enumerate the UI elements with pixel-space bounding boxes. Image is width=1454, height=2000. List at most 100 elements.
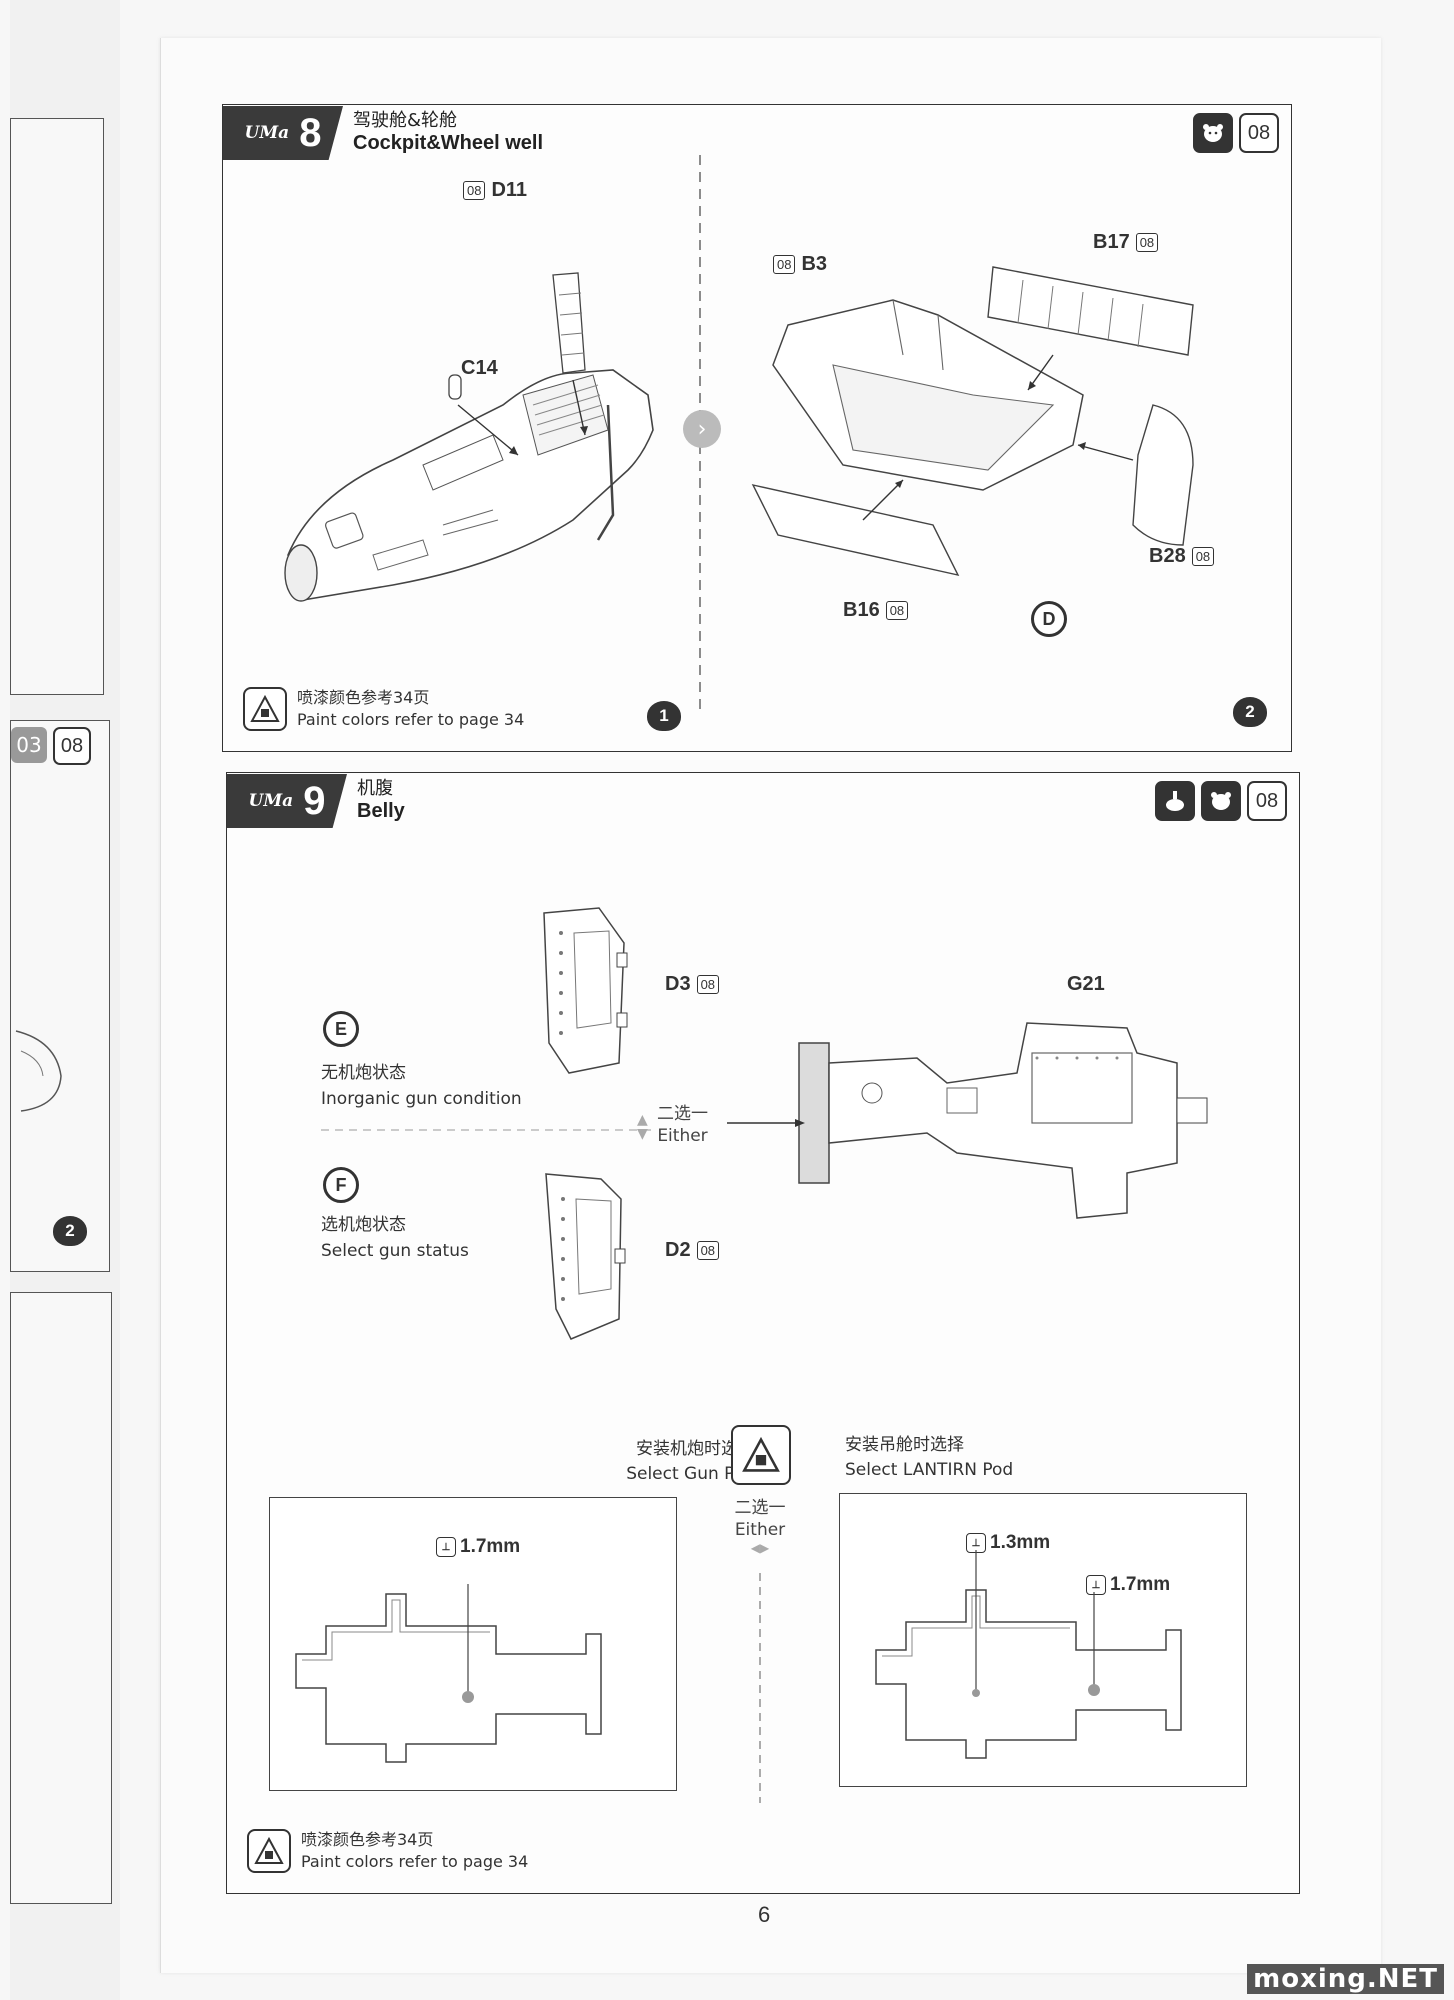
fuselage-illustration xyxy=(284,272,654,602)
assembly-arrow xyxy=(727,1119,805,1127)
part-name: B28 xyxy=(1149,545,1186,567)
drill-1-7mm-label: ⊥ 1.7mm xyxy=(1086,1574,1170,1596)
step-title-cn: 机腹 xyxy=(357,778,393,800)
lantirn-pod-drill-diagram xyxy=(875,1550,1182,1759)
drill-size: 1.7mm xyxy=(460,1536,521,1557)
gun-pod-box: ⊥ 1.7mm xyxy=(269,1497,677,1791)
paint-note: 喷漆颜色参考34页 Paint colors refer to page 34 xyxy=(247,1829,528,1873)
subassembly-d-marker: D xyxy=(1031,601,1067,637)
part-name: C14 xyxy=(461,357,498,379)
paint-note-en: Paint colors refer to page 34 xyxy=(301,1852,529,1871)
previous-page-panel xyxy=(10,118,104,695)
paint-note-cn: 喷漆颜色参考34页 xyxy=(301,1830,434,1850)
part-label-b16: B16 08 xyxy=(843,599,909,622)
step-8-panel: UMa 8 驾驶舱&轮舱 Cockpit&Wheel well 08 › xyxy=(222,104,1292,752)
drill-icon: ⊥ xyxy=(436,1537,456,1557)
part-box-number: 08 xyxy=(1239,113,1279,153)
part-name: G21 xyxy=(1067,973,1105,995)
either-en: Either xyxy=(734,1520,786,1541)
part-box-tag: 08 xyxy=(696,975,720,994)
part-label-d11: 08 D11 xyxy=(463,179,527,202)
part-box-tag: 08 xyxy=(773,255,796,274)
prev-part-illustration xyxy=(15,1030,62,1112)
part-label-b17: B17 08 xyxy=(1093,231,1159,254)
lantirn-pod-cn: 安装吊舱时选择 xyxy=(845,1435,964,1455)
part-box-number: 08 xyxy=(1247,781,1287,821)
part-box-tag: 08 xyxy=(1135,233,1159,252)
bear-glue-icon xyxy=(1193,113,1233,153)
lantirn-pod-box: ⊥ 1.3mm ⊥ 1.7mm xyxy=(839,1493,1247,1787)
part-label-c14: C14 xyxy=(461,357,498,380)
part-d2-illustration xyxy=(545,1173,626,1340)
drill-1-3mm-label: ⊥ 1.3mm xyxy=(966,1532,1050,1554)
previous-page-strip: 03 08 2 xyxy=(10,0,120,2000)
watermark-logo: moxing.NET xyxy=(1247,1964,1444,1994)
step-title-cn: 驾驶舱&轮舱 xyxy=(353,110,458,132)
either-label: 二选一 Either xyxy=(657,1103,708,1147)
step-9-header: UMa 9 机腹 Belly xyxy=(227,773,405,829)
step-9-icons: 08 xyxy=(1155,781,1287,821)
step-9-tab: UMa 9 xyxy=(227,774,347,828)
drill-size: 1.3mm xyxy=(990,1532,1051,1553)
option-f-marker: F xyxy=(323,1167,359,1203)
part-label-d2: D2 08 xyxy=(665,1239,720,1262)
gun-pod-drill-diagram xyxy=(295,1584,602,1763)
wheel-well-illustration xyxy=(751,266,1194,577)
either-en: Either xyxy=(657,1126,708,1147)
part-label-b3: 08 B3 xyxy=(773,253,827,276)
previous-page-panel: 03 08 2 xyxy=(10,720,110,1272)
lantirn-pod-en: Select LANTIRN Pod xyxy=(845,1459,1014,1480)
prev-box-number: 03 xyxy=(11,727,47,763)
paint-note-cn: 喷漆颜色参考34页 xyxy=(297,688,430,708)
warning-icon xyxy=(243,687,287,731)
step-title-en: Cockpit&Wheel well xyxy=(353,131,544,154)
part-box-tag: 08 xyxy=(885,601,909,620)
option-e-cn: 无机炮状态 xyxy=(321,1063,406,1083)
paint-note: 喷漆颜色参考34页 Paint colors refer to page 34 xyxy=(243,687,524,731)
part-g21-illustration xyxy=(798,1022,1208,1219)
prev-part-box: 08 xyxy=(53,727,91,765)
option-f-en: Select gun status xyxy=(321,1240,469,1261)
page-number: 6 xyxy=(758,1902,771,1927)
part-name: B17 xyxy=(1093,231,1130,253)
gun-pod-cn: 安装机炮时选择 xyxy=(636,1439,755,1459)
brand-logo: UMa xyxy=(248,791,294,811)
part-name: D3 xyxy=(665,973,691,995)
option-e-en: Inorganic gun condition xyxy=(321,1088,522,1109)
drill-1-7mm-label: ⊥ 1.7mm xyxy=(436,1536,520,1558)
either-cn: 二选一 xyxy=(657,1104,708,1124)
warning-icon xyxy=(731,1425,791,1485)
part-name: B3 xyxy=(801,253,828,275)
option-f-cn: 选机炮状态 xyxy=(321,1215,406,1235)
prev-bear-icon: 2 xyxy=(53,1216,87,1246)
gun-pod-en: Select Gun Pod xyxy=(626,1463,755,1484)
next-arrow-icon: › xyxy=(683,410,721,448)
part-label-g21: G21 xyxy=(1067,973,1105,996)
bear-number-icon: 1 xyxy=(647,701,681,731)
option-divider xyxy=(321,1129,651,1131)
either-cn: 二选一 xyxy=(734,1498,786,1518)
bear-drill-icon xyxy=(1155,781,1195,821)
part-box-tag: 08 xyxy=(463,181,486,200)
step-title-en: Belly xyxy=(357,799,405,822)
drill-size: 1.7mm xyxy=(1110,1574,1171,1595)
previous-page-panel xyxy=(10,1292,112,1904)
step-8-icons: 08 xyxy=(1193,113,1279,153)
step-8-tab: UMa 8 xyxy=(223,106,343,160)
part-label-d3: D3 08 xyxy=(665,973,720,996)
either-label-2: 二选一 Either ◀▶ xyxy=(727,1497,793,1557)
warning-icon xyxy=(247,1829,291,1873)
part-box-tag: 08 xyxy=(1191,547,1215,566)
bear-glue-icon xyxy=(1201,781,1241,821)
lantirn-pod-title: 安装吊舱时选择 Select LANTIRN Pod xyxy=(845,1433,1013,1482)
option-f-text: 选机炮状态 Select gun status xyxy=(321,1213,469,1264)
updown-arrow-icon: ▲▼ xyxy=(637,1112,648,1142)
paint-note-en: Paint colors refer to page 34 xyxy=(297,710,525,729)
part-box-tag: 08 xyxy=(696,1241,720,1260)
option-e-marker: E xyxy=(323,1011,359,1047)
step-9-panel: UMa 9 机腹 Belly 08 E 无机炮状态 Inorganic gun … xyxy=(226,772,1300,1894)
brand-logo: UMa xyxy=(244,123,290,143)
bear-number-icon: 2 xyxy=(1233,697,1267,727)
sub-divider xyxy=(759,1573,761,1803)
part-name: D11 xyxy=(491,179,528,201)
